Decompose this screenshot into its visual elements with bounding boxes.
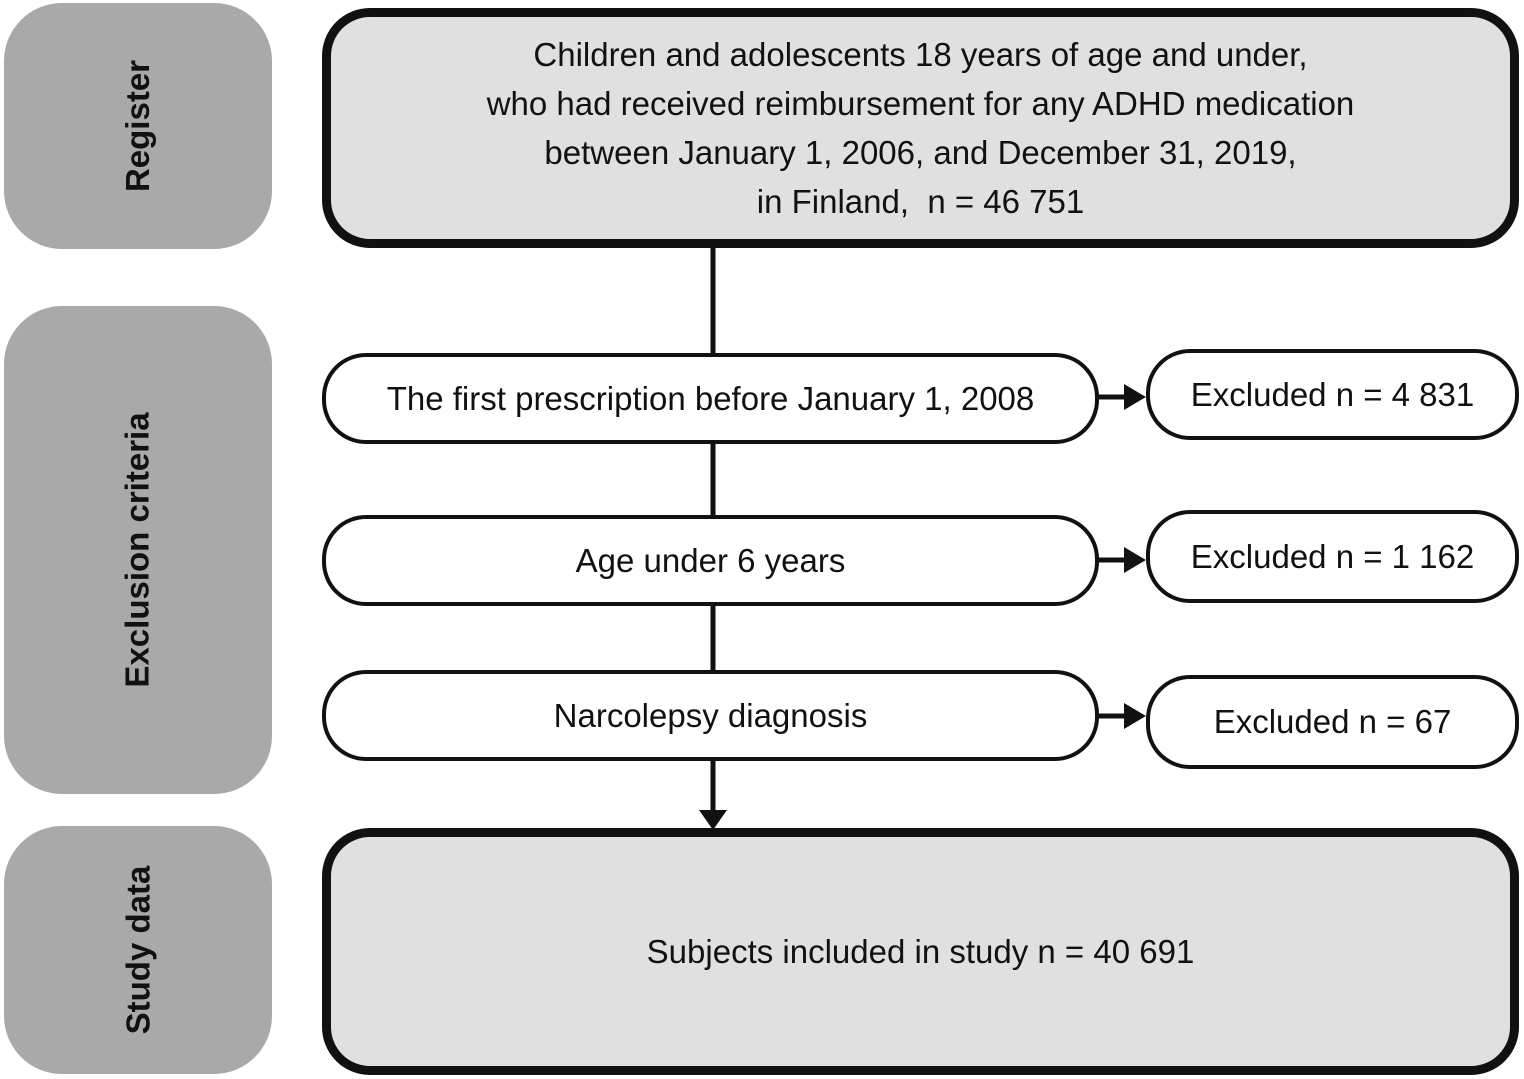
criterion-label-age: Age under 6 years	[575, 541, 846, 579]
excluded-count-narcolepsy: Excluded n = 67	[1213, 703, 1452, 740]
section-study-data: Study data	[4, 826, 272, 1074]
criterion-box-age: Age under 6 years	[322, 515, 1099, 606]
register-line-1: Children and adolescents 18 years of age…	[533, 36, 1308, 73]
arrowhead-right-exclusion-1	[1124, 384, 1146, 410]
excluded-box-first-prescription: Excluded n = 4 831	[1146, 349, 1519, 440]
arrowhead-right-exclusion-2	[1124, 547, 1146, 573]
arrowhead-down-study	[699, 810, 727, 830]
register-line-3: between January 1, 2006, and December 31…	[544, 134, 1297, 171]
register-box: Children and adolescents 18 years of age…	[322, 8, 1519, 248]
excluded-box-narcolepsy: Excluded n = 67	[1146, 675, 1519, 769]
study-subjects-label: Subjects included in study n = 40 691	[646, 932, 1195, 970]
study-box: Subjects included in study n = 40 691	[322, 828, 1519, 1075]
register-line-4: in Finland, n = 46 751	[756, 183, 1085, 220]
excluded-count-first-prescription: Excluded n = 4 831	[1190, 375, 1475, 413]
section-register: Register	[4, 3, 272, 249]
excluded-count-age: Excluded n = 1 162	[1190, 537, 1475, 575]
excluded-box-age: Excluded n = 1 162	[1146, 510, 1519, 603]
criterion-box-narcolepsy: Narcolepsy diagnosis	[322, 670, 1099, 761]
criterion-box-first-prescription: The first prescription before January 1,…	[322, 353, 1099, 444]
section-exclusion-criteria: Exclusion criteria	[4, 306, 272, 794]
criterion-label-narcolepsy: Narcolepsy diagnosis	[553, 696, 868, 734]
register-line-2: who had received reimbursement for any A…	[486, 85, 1355, 122]
arrowhead-right-exclusion-3	[1124, 703, 1146, 729]
criterion-label-first-prescription: The first prescription before January 1,…	[386, 379, 1035, 417]
